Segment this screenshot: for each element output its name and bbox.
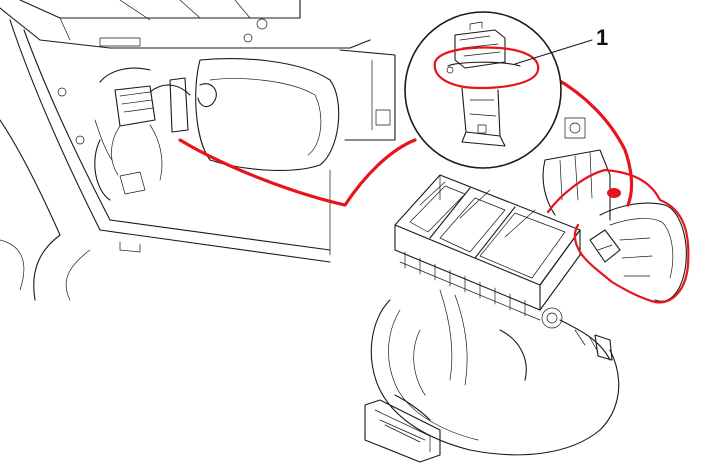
leader-inset-to-outlet: [553, 76, 634, 207]
hvac-unit-drawing: [364, 117, 687, 463]
highlight-outlet-outline: [546, 168, 690, 304]
callout-1-label: 1: [596, 25, 608, 50]
callout-1-leader: [514, 39, 593, 65]
highlight-outlet-bracket: [573, 223, 584, 257]
inset-component-drawing: [433, 21, 540, 147]
leader-dash-to-unit: [178, 138, 417, 207]
zoom-inset: [404, 11, 593, 169]
leader-lines: [178, 76, 690, 304]
dashboard-drawing: [0, 0, 396, 301]
